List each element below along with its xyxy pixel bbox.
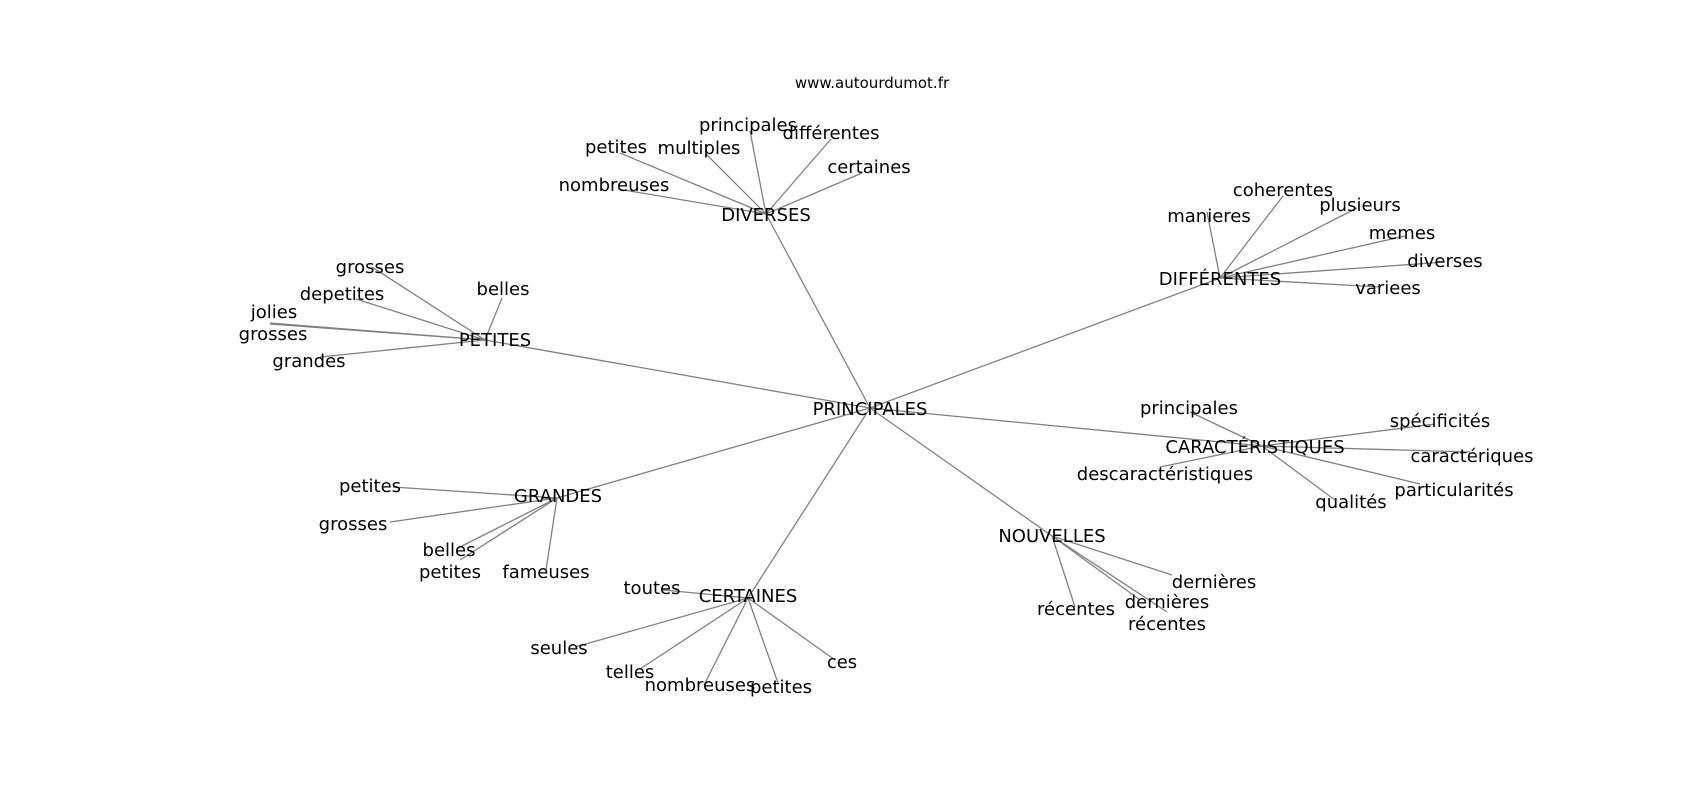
leaf-node: grosses [336,257,405,278]
leaf-node: petites [750,677,812,698]
leaf-node: seules [530,638,587,659]
leaf-node: dernières [1125,592,1210,613]
edge-branch-to-leaf [574,597,749,648]
edge-branch-to-leaf [619,152,767,215]
leaf-node: multiples [658,138,741,159]
leaf-node: manieres [1167,206,1251,227]
edge-root-to-branch [556,407,871,499]
leaf-node: memes [1369,223,1436,244]
edge-branch-to-leaf [617,188,767,215]
leaf-node: diverses [1407,251,1482,272]
branch-node: CARACTÉRISTIQUES [1165,436,1344,458]
edge-branch-to-leaf [371,266,486,341]
edge-root-to-branch [869,407,1263,447]
edge-branch-to-leaf [749,130,767,215]
leaf-node: qualités [1315,492,1386,513]
edge-root-to-branch [484,339,871,409]
edge-root-to-branch [869,277,1221,409]
edge-branch-to-leaf [269,323,486,341]
edge-branch-to-leaf [747,597,779,684]
branch-node: DIVERSES [721,205,811,226]
edge-branch-to-leaf [319,339,486,358]
edge-branch-to-leaf [545,497,558,571]
leaf-node: principales [699,115,797,136]
edge-branch-to-leaf [459,497,558,561]
leaf-node: nombreuses [559,175,670,196]
edge-branch-to-leaf [1206,211,1221,279]
labels: www.autourdumot.fr PRINCIPALES DIVERSES p… [239,74,1534,698]
leaf-node: grosses [319,514,388,535]
leaf-node: grandes [272,351,345,372]
leaf-node: depetites [300,284,385,305]
branch-node: CERTAINES [699,586,798,607]
edge-branch-to-leaf [1261,423,1436,447]
edge-branch-to-leaf [1219,207,1358,279]
edge-branch-to-leaf [1261,445,1336,501]
leaf-node: toutes [624,578,681,599]
edge-branch-to-leaf [389,497,558,523]
edge-branch-to-leaf [703,597,749,686]
leaf-node: plusieurs [1319,195,1400,216]
branch-node: DIFFÉRENTES [1159,268,1281,290]
leaf-node: spécificités [1390,411,1491,432]
leaf-node: différentes [783,123,880,144]
edge-branch-to-leaf [355,298,486,341]
edge-branch-to-leaf [457,497,558,549]
edge-branch-to-leaf [1219,195,1284,279]
leaf-node: petites [585,137,647,158]
leaf-node: ces [827,652,857,673]
branch-node: GRANDES [514,486,602,507]
edge-branch-to-leaf [1261,445,1421,485]
branch-node: PETITES [459,330,531,351]
leaf-node: petites [419,562,481,583]
edge-branch-to-leaf [662,589,749,599]
edge-branch-to-leaf [392,486,558,499]
leaf-node: fameuses [502,562,589,583]
edge-branch-to-leaf [639,597,749,670]
branch-node: NOUVELLES [998,526,1105,547]
edge-branch-to-leaf [765,138,832,215]
edge-root-to-branch [747,407,871,599]
edge-root-to-branch [869,407,1053,537]
edge-branch-to-leaf [747,597,836,661]
edge-branch-to-leaf [1159,445,1263,468]
edge-branch-to-leaf [1261,445,1471,453]
edge-branch-to-leaf [484,297,503,341]
leaf-node: nombreuses [645,675,756,696]
edge-branch-to-leaf [1219,277,1381,288]
leaf-node: coherentes [1233,180,1333,201]
leaf-node: grosses [239,324,308,345]
leaf-node: particularités [1394,480,1513,501]
leaf-node: récentes [1128,614,1206,635]
edge-branch-to-leaf [1219,261,1446,279]
leaf-node: caractériques [1410,446,1533,467]
edge-branch-to-leaf [1051,535,1076,608]
edge-branch-to-leaf [765,172,863,215]
edge-branch-to-leaf [1051,535,1173,576]
leaf-node: jolies [250,302,297,323]
edge-branch-to-leaf [705,153,767,215]
leaf-node: certaines [827,157,910,178]
edge-branch-to-leaf [1051,535,1168,613]
edge-root-to-branch [765,213,871,409]
leaf-node: dernières [1172,572,1257,593]
edge-branch-to-leaf [1219,235,1406,279]
leaf-node: principales [1140,398,1238,419]
leaf-node: récentes [1037,599,1115,620]
leaf-node: belles [423,540,476,561]
watermark: www.autourdumot.fr [795,74,950,92]
edge-branch-to-leaf [1051,535,1141,601]
leaf-node: belles [477,279,530,300]
edges [269,130,1471,686]
leaf-node: petites [339,476,401,497]
root-node: PRINCIPALES [813,399,928,420]
leaf-node: descaractéristiques [1077,464,1253,485]
leaf-node: telles [606,662,655,683]
leaf-node: variees [1355,278,1421,299]
edge-branch-to-leaf [1189,411,1263,447]
